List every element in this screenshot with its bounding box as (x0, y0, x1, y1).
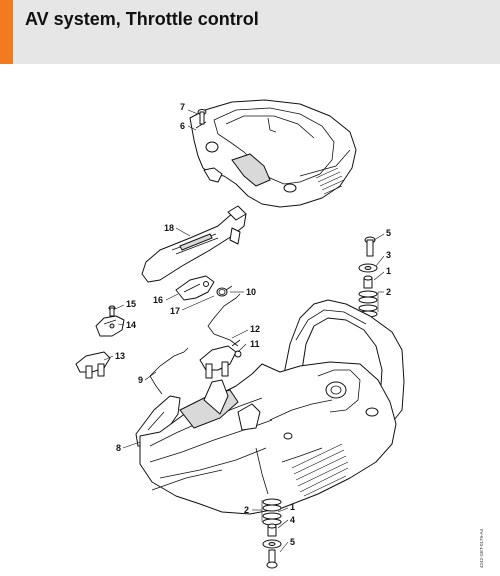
trigger-interlock (75, 351, 111, 379)
throttle-trigger (199, 339, 242, 379)
part-label-18: 18 (164, 223, 174, 233)
part-label-7: 7 (180, 102, 185, 112)
header-band (0, 0, 500, 64)
part-label-10: 10 (246, 287, 256, 297)
part-labels: 7 6 18 5 3 1 2 10 16 17 15 14 12 11 13 9… (115, 102, 391, 547)
torsion-spring (216, 285, 233, 297)
wire-lever (149, 347, 189, 395)
part-label-11: 11 (250, 339, 260, 349)
part-label-4: 4 (290, 515, 295, 525)
part-label-15: 15 (126, 299, 136, 309)
part-label-12: 12 (250, 324, 260, 334)
interlock-lever-assembly (95, 305, 125, 337)
part-label-6: 6 (180, 121, 185, 131)
main-housing (139, 299, 405, 515)
av-element-top (358, 236, 378, 318)
parts-diagram: 7 6 18 5 3 1 2 10 16 17 15 14 12 11 13 9… (75, 99, 484, 569)
av-element-bottom (262, 498, 282, 569)
throttle-lever (175, 275, 215, 301)
part-label-13: 13 (115, 351, 125, 361)
part-label-8: 8 (116, 443, 121, 453)
part-label-5-top: 5 (386, 228, 391, 238)
handle-housing-part (189, 99, 357, 208)
part-label-14: 14 (126, 320, 136, 330)
throttle-rod (207, 293, 241, 347)
page-title: AV system, Throttle control (25, 9, 259, 29)
accent-bar (0, 0, 13, 64)
part-label-3: 3 (386, 250, 391, 260)
drawing-code: 4242-GET-0179-A4 (479, 528, 484, 568)
part-label-16: 16 (153, 295, 163, 305)
part-label-9: 9 (138, 375, 143, 385)
front-handle-grip (141, 205, 247, 283)
leader-lines (103, 109, 385, 553)
part-label-1-bottom: 1 (290, 502, 295, 512)
part-label-2-bottom: 2 (244, 505, 249, 515)
part-label-2-top: 2 (386, 287, 391, 297)
screw-7 (197, 109, 207, 125)
part-label-5-bottom: 5 (290, 537, 295, 547)
part-label-17: 17 (170, 306, 180, 316)
part-label-1-top: 1 (386, 266, 391, 276)
